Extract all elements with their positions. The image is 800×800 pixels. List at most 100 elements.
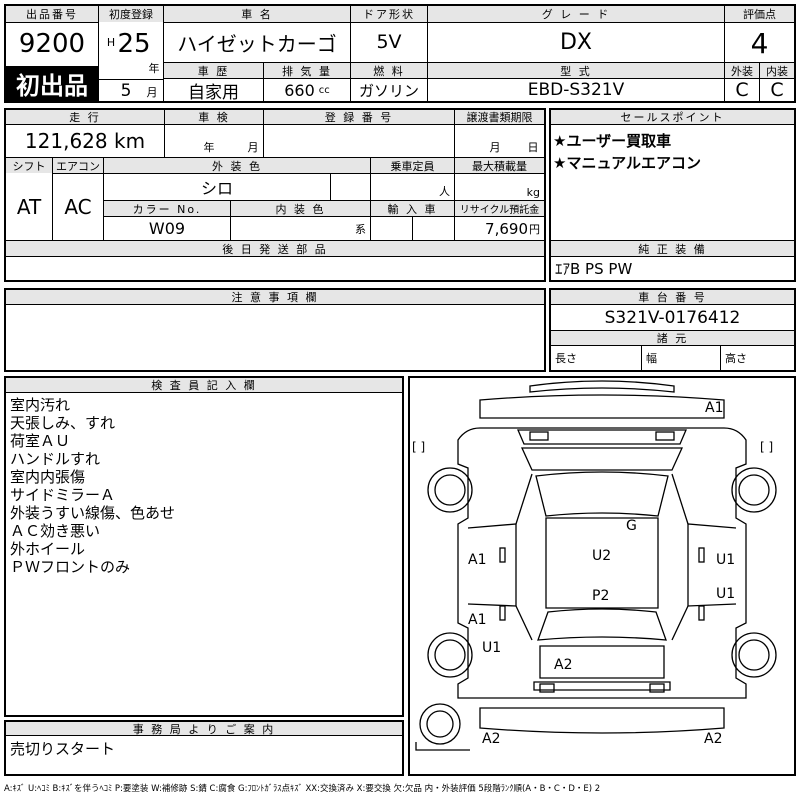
later-parts-label: 後 日 発 送 部 品 [6, 241, 544, 256]
shift-value: AT [16, 195, 42, 219]
insp-month: 月 [247, 141, 259, 154]
disp-number: 660 [284, 80, 315, 100]
recycle-value: 7,690 円 [455, 217, 544, 240]
mark-u2: U2 [592, 548, 612, 564]
car-diagram [415, 380, 777, 751]
disp-unit: cc [318, 84, 330, 96]
note-line: ハンドルすれ [10, 450, 101, 468]
mark-u1-left: U1 [482, 640, 502, 656]
mark-a2-bottom-right: A2 [704, 731, 723, 747]
spec-height: 高さ [725, 352, 747, 365]
lot-number: 9200 [18, 29, 86, 59]
import-label: 輸 入 車 [371, 201, 454, 216]
note-line: 室内汚れ [10, 396, 71, 414]
mark-g: G [626, 518, 637, 534]
mark-a1-left-1: A1 [468, 552, 487, 568]
sales-point-2: ★マニュアルエアコン [553, 154, 701, 172]
model-label: 型 式 [428, 63, 724, 78]
color-label: 外 装 色 [104, 158, 370, 173]
recycle-unit: 円 [529, 222, 540, 236]
reg-label: 初度登録 [99, 6, 163, 22]
sales-point-1: ★ユーザー買取車 [553, 132, 672, 150]
equipment-value: ｴｱB PS PW [555, 260, 633, 278]
note-line: 外装うすい線傷、色あせ [10, 504, 176, 522]
note-line: 荷室ＡＵ [10, 432, 71, 450]
month-unit: 月 [146, 86, 158, 99]
mark-a1-front: A1 [705, 400, 724, 416]
mark-bracket-left: [ ] [412, 440, 426, 454]
grade-value: DX [559, 29, 592, 55]
colorno-label: カラー No. [104, 201, 230, 216]
score-label: 評価点 [725, 6, 794, 22]
int-value: C [770, 79, 784, 101]
ext-value: C [735, 79, 749, 101]
car-name: ハイゼットカーゴ [177, 31, 337, 56]
ext-label: 外装 [725, 63, 759, 78]
mark-a1-left-2: A1 [468, 612, 487, 628]
specs-label: 諸 元 [551, 331, 794, 345]
history-label: 車 歴 [164, 63, 263, 78]
mileage-label: 走 行 [6, 110, 164, 124]
reg-month: 5 [120, 80, 132, 101]
caution-label: 注 意 事 項 欄 [6, 290, 544, 304]
capacity-unit: 人 [439, 185, 450, 198]
door-value: 5V [376, 31, 402, 53]
door-label: ドア形状 [351, 6, 427, 22]
note-line: 外ホイール [10, 540, 86, 558]
load-label: 最大積載量 [455, 158, 544, 173]
mark-bracket-right: [ ] [760, 440, 774, 454]
spec-length: 長さ [555, 352, 577, 365]
note-line: ＰＷフロントのみ [10, 558, 131, 576]
header-block [4, 4, 796, 103]
chassis-block [549, 288, 796, 372]
plate-label: 登 録 番 号 [264, 110, 454, 124]
transfer-label: 譲渡書類期限 [455, 110, 544, 124]
inspector-notes: 室内汚れ 天張しみ、すれ 荷室ＡＵ ハンドルすれ 室内内張傷 サイドミラーＡ 外… [10, 396, 175, 576]
fuel-label: 燃 料 [351, 63, 427, 78]
spec-width: 幅 [646, 352, 657, 365]
note-line: 室内内張傷 [10, 468, 86, 486]
colorno-value: W09 [148, 219, 186, 238]
equipment-label: 純 正 装 備 [551, 241, 794, 256]
mark-a2-mid: A2 [554, 657, 573, 673]
model-value: EBD-S321V [527, 80, 625, 100]
inspection-label: 車 検 [165, 110, 263, 124]
office-block [4, 720, 404, 776]
mark-u1-right-1: U1 [716, 552, 736, 568]
office-message: 売切りスタート [10, 740, 116, 758]
tr-month: 月 [489, 141, 501, 154]
inspector-label: 検 査 員 記 入 欄 [6, 378, 402, 392]
lot-label: 出品番号 [6, 6, 98, 22]
mark-a2-bottom-left: A2 [482, 731, 501, 747]
mark-p2: P2 [592, 588, 610, 604]
reg-year: 25 [117, 29, 151, 59]
grade-label: グ レ ー ド [428, 6, 724, 22]
ac-value: AC [64, 195, 92, 219]
recycle-amount: 7,690 [485, 219, 528, 238]
year-unit: 年 [148, 62, 160, 75]
note-line: ＡＣ効き悪い [10, 522, 101, 540]
tr-day: 日 [527, 141, 539, 154]
mark-u1-right-2: U1 [716, 586, 736, 602]
car-diagram-frame [408, 376, 796, 776]
note-line: サイドミラーＡ [10, 486, 116, 504]
int-label: 内装 [760, 63, 794, 78]
history-value: 自家用 [188, 82, 239, 102]
office-label: 事 務 局 よ り ご 案 内 [6, 722, 402, 735]
mileage-value: 121,628 km [24, 129, 146, 153]
shift-label: シフト [6, 158, 52, 173]
note-line: 天張しみ、すれ [10, 414, 116, 432]
inspector-block [4, 376, 404, 717]
disp-label: 排 気 量 [264, 63, 350, 78]
color-value: シロ [200, 179, 233, 198]
ac-label: エアコン [53, 158, 103, 173]
score-value: 4 [750, 26, 769, 60]
recycle-label: リサイクル預託金 [455, 201, 544, 216]
intcolor-label: 内 装 色 [231, 201, 370, 216]
insp-year: 年 [203, 141, 215, 154]
intcolor-unit: 系 [355, 222, 366, 236]
chassis-label: 車 台 番 号 [551, 290, 794, 304]
capacity-label: 乗車定員 [371, 158, 454, 173]
era-letter: H [106, 35, 116, 49]
sales-block [549, 108, 796, 282]
